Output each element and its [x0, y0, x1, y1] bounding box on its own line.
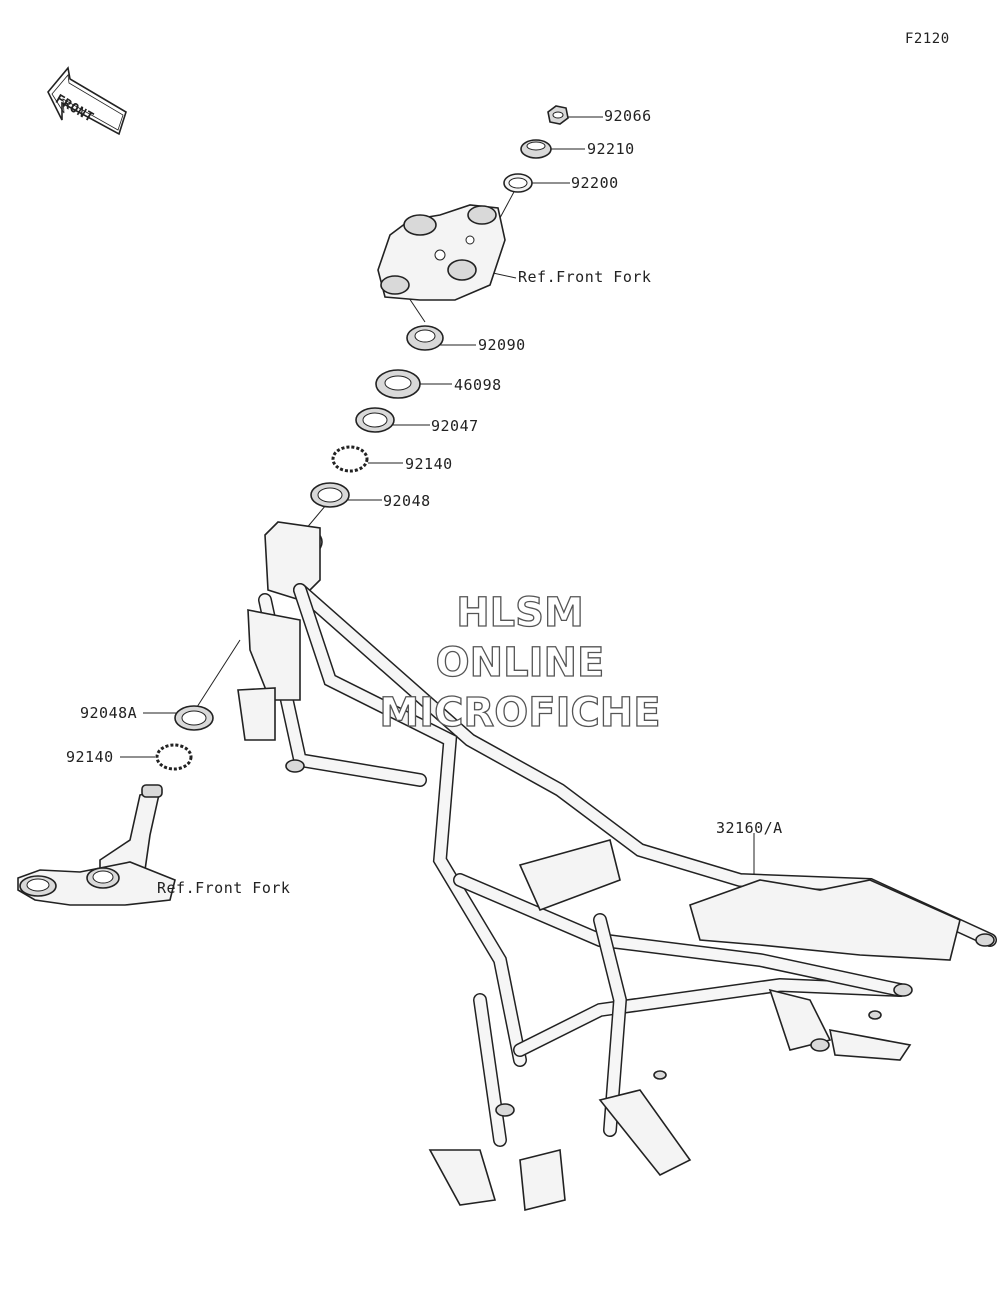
frame-assembly	[237, 521, 997, 1212]
callout-ref-front-fork-upper: Ref.Front Fork	[518, 268, 652, 286]
diagram-code: F2120	[905, 31, 950, 47]
callout-92140-lower: 92140	[66, 748, 114, 766]
watermark-line2: ONLINE	[435, 639, 605, 686]
callout-92066: 92066	[604, 107, 652, 125]
callout-92048: 92048	[383, 492, 431, 510]
front-arrow-icon	[47, 66, 127, 136]
stem-cap	[375, 369, 421, 399]
upper-race	[355, 407, 395, 433]
lower-outer-race	[174, 705, 214, 731]
lower-steel-balls	[155, 743, 193, 771]
watermark-line3: MICROFICHE	[379, 689, 662, 736]
callout-32160A: 32160/A	[716, 819, 783, 837]
stem-nut-lower	[406, 325, 444, 351]
callout-92047: 92047	[431, 417, 479, 435]
callout-92200: 92200	[571, 174, 619, 192]
callout-46098: 46098	[454, 376, 502, 394]
watermark-line1: HLSM	[456, 589, 585, 636]
callout-92090: 92090	[478, 336, 526, 354]
callout-92210: 92210	[587, 140, 635, 158]
upper-fork-bracket	[377, 204, 506, 301]
stem-locknut	[520, 139, 552, 159]
callout-ref-front-fork-lower: Ref.Front Fork	[157, 879, 291, 897]
upper-steel-balls	[331, 445, 369, 473]
callout-92140: 92140	[405, 455, 453, 473]
lower-fork-bracket	[17, 784, 176, 906]
upper-outer-race	[310, 482, 350, 508]
callout-92048A: 92048A	[80, 704, 138, 722]
steering-stem-nut	[547, 105, 569, 125]
washer	[503, 173, 533, 193]
